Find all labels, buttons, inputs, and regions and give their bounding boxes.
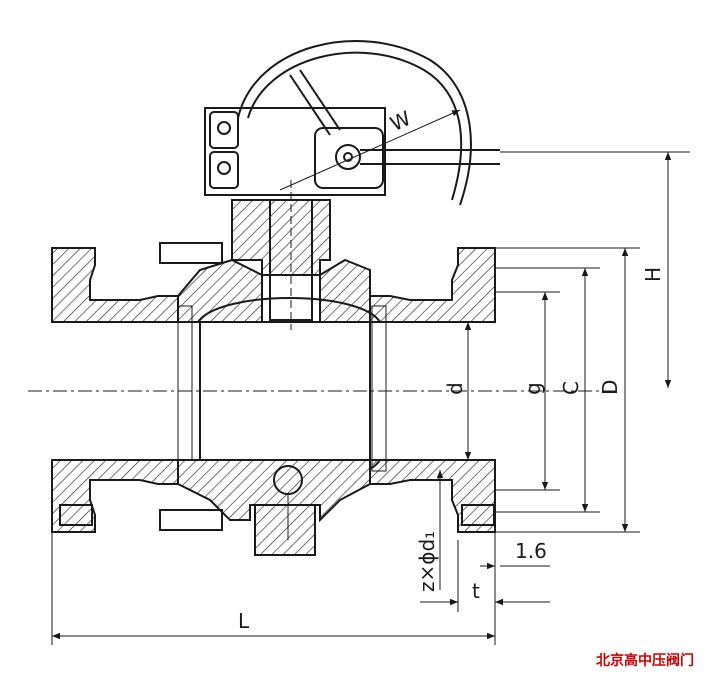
label-L: L: [238, 609, 250, 633]
label-D: D: [598, 380, 622, 395]
label-t: t: [472, 579, 480, 603]
label-flange-gap: 1.6: [515, 539, 547, 563]
watermark: 北京高中压阀门: [596, 653, 694, 669]
label-H: H: [641, 267, 665, 282]
handwheel: [237, 40, 472, 206]
label-g: g: [521, 382, 545, 395]
valve-body: [28, 242, 620, 556]
label-bolt-holes: z×ϕd₁: [415, 531, 439, 592]
dimension-lines: [51, 109, 690, 645]
label-W: W: [386, 106, 414, 136]
label-d: d: [443, 382, 467, 395]
gearbox: [204, 107, 500, 196]
label-C: C: [559, 381, 583, 395]
